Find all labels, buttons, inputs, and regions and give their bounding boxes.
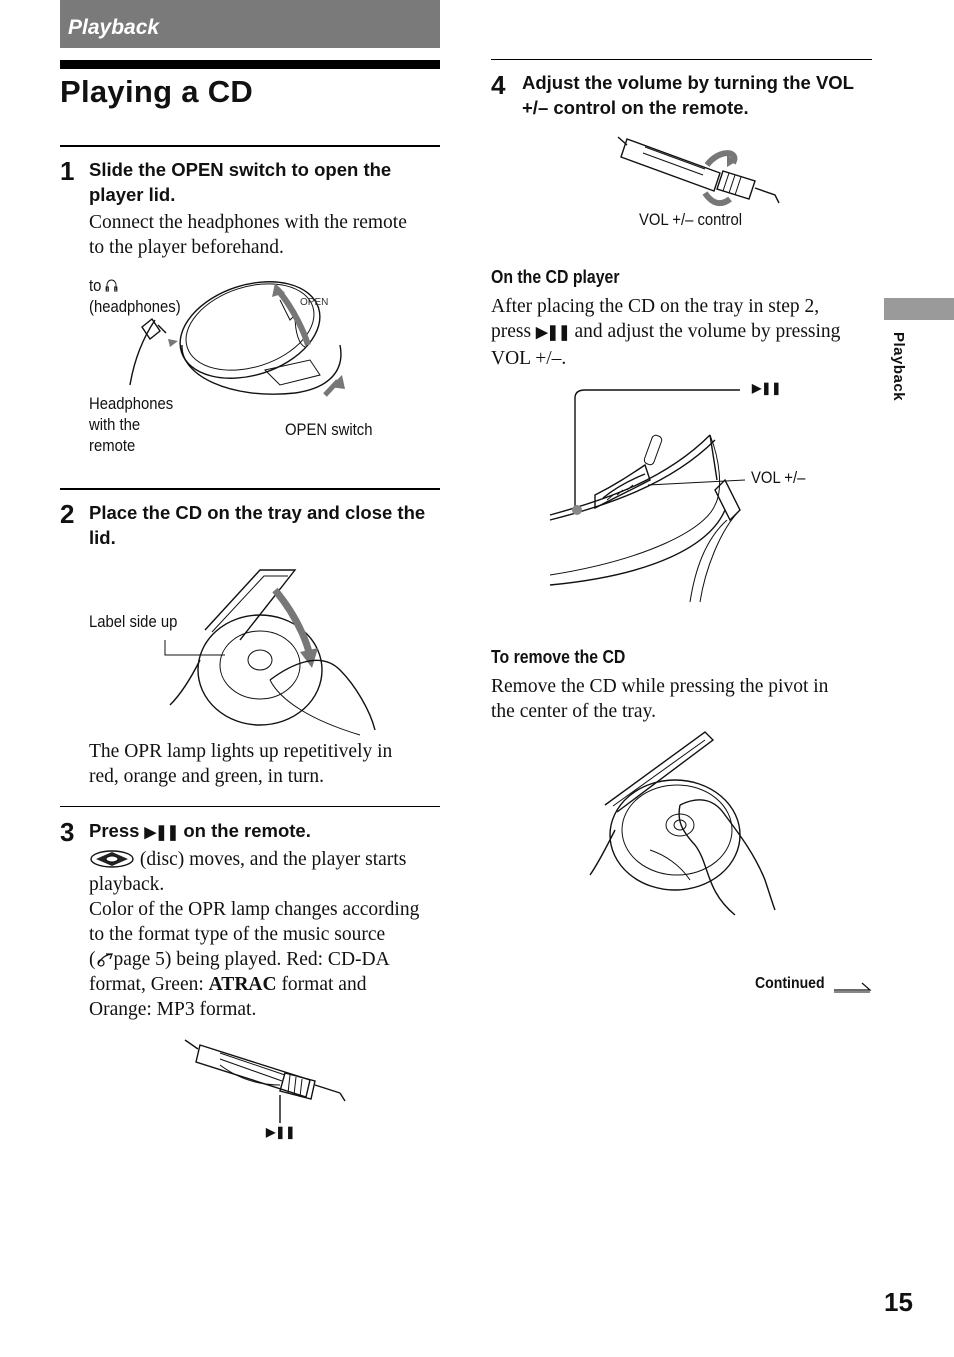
step-number-4: 4: [491, 70, 506, 100]
remote-volume-illustration: [617, 136, 780, 207]
close-lid-illustration: [164, 569, 376, 736]
section-label: Playback: [68, 16, 160, 39]
remote-play-illustration: [184, 1039, 346, 1123]
step-divider: [60, 145, 440, 147]
side-tab-label: Playback: [890, 332, 907, 402]
step-divider: [60, 488, 440, 490]
headphones-icon: [105, 279, 118, 292]
step-body-1: Connect the headphones with the remote t…: [89, 210, 407, 260]
open-switch-label: OPEN switch: [285, 421, 373, 439]
step-body-line: Connect the headphones with the remote: [89, 212, 407, 233]
play-pause-icon: ▶❚❚: [266, 1125, 296, 1139]
play-pause-icon: ▶❚❚: [144, 824, 180, 841]
cd-player-controls-illustration: [549, 389, 746, 603]
title-rule: [60, 60, 440, 69]
step-title-1: Slide the OPEN switch to open the player…: [89, 159, 392, 205]
step-title-3: Press ▶❚❚ on the remote.: [89, 820, 311, 841]
headphones-remote-label: Headphones with the remote: [89, 395, 174, 455]
headphones-label: (headphones): [89, 298, 181, 316]
page-reference-icon: [96, 953, 113, 967]
step-number-3: 3: [60, 817, 75, 847]
page-number: 15: [884, 1287, 913, 1317]
step-number-1: 1: [60, 156, 75, 186]
play-pause-icon: ▶❚❚: [752, 381, 782, 395]
continued-arrow-icon: [834, 982, 872, 993]
continued-label: Continued: [755, 975, 825, 992]
section-header-bar: Playback: [60, 0, 440, 48]
on-cd-player-body: After placing the CD on the tray in step…: [491, 296, 841, 369]
vol-label: VOL +/–: [751, 469, 806, 487]
to-headphones-label: to: [89, 276, 118, 297]
step-body-3: (disc) moves, and the player starts play…: [89, 849, 420, 1020]
open-lid-illustration: OPEN: [129, 281, 345, 397]
page-title: Playing a CD: [60, 74, 254, 109]
remove-cd-heading: To remove the CD: [491, 647, 626, 667]
svg-text:OPEN: OPEN: [300, 297, 328, 308]
play-pause-icon: ▶❚❚: [535, 325, 571, 341]
remove-cd-body: Remove the CD while pressing the pivot i…: [491, 676, 829, 722]
side-tab-marker: [884, 298, 954, 320]
step-divider: [60, 806, 440, 807]
on-cd-player-heading: On the CD player: [491, 267, 620, 287]
step-body-2: The OPR lamp lights up repetitively in r…: [89, 741, 393, 787]
vol-control-label: VOL +/– control: [639, 211, 743, 229]
step-title-2: Place the CD on the tray and close the l…: [89, 502, 426, 548]
remove-cd-illustration: [589, 731, 776, 916]
step-number-2: 2: [60, 499, 75, 529]
disc-icon: [90, 850, 134, 868]
step-body-line: to the player beforehand.: [89, 237, 284, 258]
label-side-up-label: Label side up: [89, 613, 178, 631]
step-divider: [491, 59, 872, 60]
step-title-4: Adjust the volume by turning the VOL +/–…: [522, 72, 854, 118]
